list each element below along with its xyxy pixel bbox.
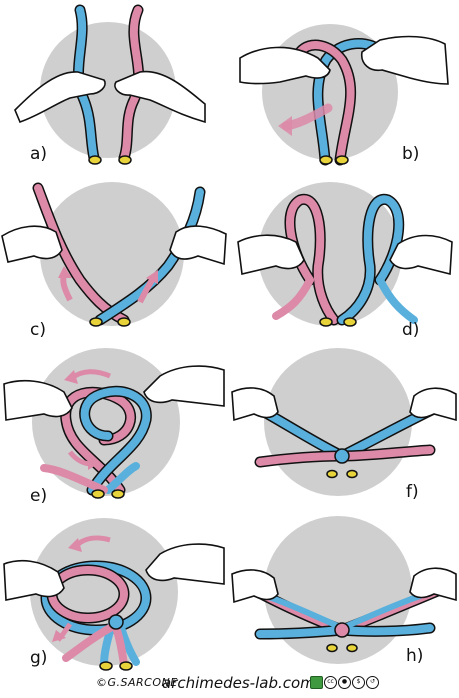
step-c-panel: c) (0, 170, 229, 340)
step-e-panel: e) (0, 340, 229, 510)
step-b-drawing (239, 24, 449, 166)
step-g-drawing (3, 518, 225, 671)
by-attribution-icon: ● (338, 676, 351, 689)
step-f-label: f) (406, 482, 419, 502)
step-h-panel: h) (230, 508, 459, 678)
step-e-label: e) (30, 486, 48, 506)
step-g-label: g) (30, 648, 48, 668)
step-d-panel: d) (230, 170, 459, 340)
step-c-drawing (1, 182, 227, 327)
share-alike-icon: ↺ (366, 676, 379, 689)
cc-license-icon: cc (324, 676, 337, 689)
step-e-drawing (3, 348, 225, 499)
archimedes-lab-logo-icon (310, 676, 323, 689)
step-f-panel: f) (230, 340, 459, 510)
step-f-drawing (231, 348, 457, 496)
step-d-label: d) (402, 320, 420, 340)
step-a-drawing (14, 4, 206, 165)
step-h-label: h) (406, 646, 424, 666)
license-badges: cc ● $ ↺ (310, 676, 379, 690)
step-b-panel: b) (230, 0, 459, 170)
step-h-drawing (231, 516, 457, 664)
step-b-label: b) (402, 144, 420, 164)
step-c-label: c) (30, 320, 46, 340)
step-d-drawing (237, 182, 453, 327)
step-a-label: a) (30, 144, 48, 164)
step-a-panel: a) (0, 0, 229, 170)
step-g-panel: g) (0, 508, 229, 678)
credit-footer: ©G.SARCONE archimedes-lab.com cc ● $ ↺ (0, 674, 459, 696)
non-commercial-icon: $ (352, 676, 365, 689)
website-link[interactable]: archimedes-lab.com (162, 674, 315, 692)
artist-signature: ©G.SARCONE (96, 676, 178, 689)
